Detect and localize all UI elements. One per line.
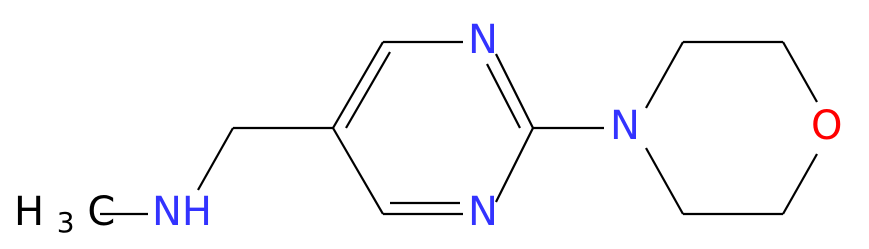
atom-n-pyrimidine-bottom: N <box>468 189 498 235</box>
bond-morph-n-ctop <box>645 41 684 109</box>
substituent-bonds <box>100 126 604 216</box>
atom-n-pyrimidine-top: N <box>468 17 498 63</box>
morpholine-ring <box>645 40 818 216</box>
bond-c6-c5 <box>332 127 384 215</box>
bond-c5-c4-inner <box>345 51 391 129</box>
bond-c2-n1 <box>495 127 534 203</box>
atom-nh-amine: NH <box>152 189 212 235</box>
bond-morph-o-cbottomright <box>782 153 818 215</box>
atom-labels: N N N O NH H 3 C <box>14 17 842 245</box>
bond-morph-ctopright-o <box>782 41 818 103</box>
methyl-c: C <box>87 189 115 235</box>
pyrimidine-ring <box>332 40 534 216</box>
methyl-h: H <box>14 189 44 235</box>
atom-n-morpholine: N <box>610 103 640 149</box>
bond-ch2-nh <box>197 127 234 191</box>
atom-o-morpholine: O <box>811 103 842 149</box>
methyl-subscript: 3 <box>57 206 75 239</box>
bond-n3-c2 <box>495 53 534 129</box>
bond-n3-c2-inner <box>486 63 521 129</box>
bond-morph-cbottom-n <box>645 147 684 215</box>
bond-c5-c4 <box>332 41 384 129</box>
atom-methyl-group: H 3 C <box>14 189 115 245</box>
